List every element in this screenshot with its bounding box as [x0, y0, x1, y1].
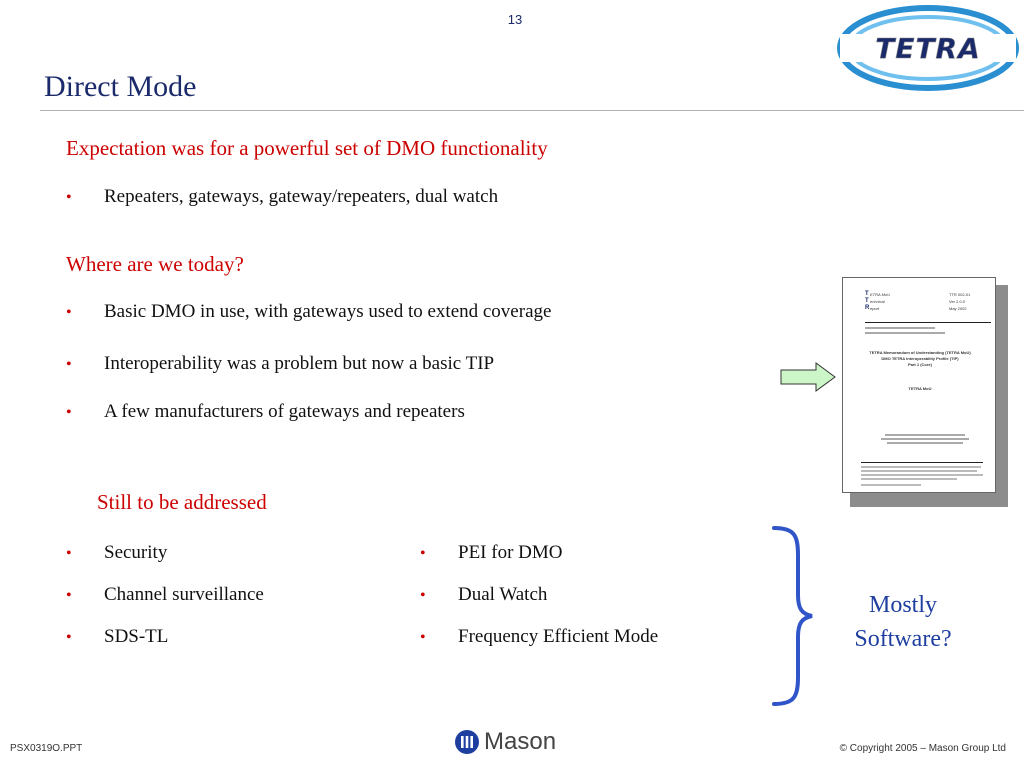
- arrow-right-icon: [780, 362, 836, 392]
- doc-title-line: DMO TETRA Interoperability Profile (TIP): [881, 356, 959, 361]
- doc-divider: [861, 462, 983, 463]
- doc-text-line: [861, 478, 957, 480]
- doc-text-line: [865, 327, 935, 329]
- list-item: • PEI for DMO: [392, 542, 563, 564]
- bullet-icon: •: [66, 304, 72, 321]
- bullet-icon: •: [66, 545, 72, 562]
- doc-text-line: [861, 474, 983, 476]
- doc-left-line: echnical: [870, 299, 885, 304]
- list-item: • SDS-TL: [38, 626, 168, 648]
- bullet-icon: •: [420, 545, 426, 562]
- right-brace-icon: [772, 526, 813, 706]
- page-number: 13: [507, 12, 523, 27]
- bullet-icon: •: [66, 189, 72, 206]
- bullet-icon: •: [66, 587, 72, 604]
- list-item: • Basic DMO in use, with gateways used t…: [38, 301, 551, 323]
- doc-title-line: Part 1 (Core): [907, 362, 932, 367]
- list-item: • Frequency Efficient Mode: [392, 626, 658, 648]
- mason-logo-text: Mason: [484, 728, 557, 755]
- list-item: • A few manufacturers of gateways and re…: [38, 401, 465, 423]
- bullet-icon: •: [66, 629, 72, 646]
- doc-text-line: [887, 442, 963, 444]
- doc-left-line: ETRA MoU: [870, 292, 891, 297]
- callout-text: Mostly Software?: [854, 592, 952, 652]
- doc-right-line: TTR 002-01: [949, 292, 971, 297]
- list-item: • Dual Watch: [392, 584, 547, 606]
- doc-text-line: [861, 484, 921, 486]
- tetra-logo-text: TETRA: [875, 32, 981, 65]
- doc-text-line: [885, 434, 965, 436]
- doc-text-line: [865, 332, 945, 334]
- list-item: • Repeaters, gateways, gateway/repeaters…: [38, 186, 498, 208]
- footer-copyright: © Copyright 2005 – Mason Group Ltd: [839, 743, 1006, 754]
- doc-text-line: [861, 470, 977, 472]
- list-item: • Channel surveillance: [38, 584, 264, 606]
- footer-filename: PSX0319O.PPT: [10, 743, 83, 754]
- doc-divider: [865, 322, 991, 323]
- page-title: Direct Mode: [44, 70, 197, 103]
- mason-logo: Mason: [454, 728, 556, 756]
- tetra-logo: TETRA: [837, 5, 1019, 91]
- list-item: • Interoperability was a problem but now…: [38, 353, 494, 375]
- bullet-icon: •: [420, 587, 426, 604]
- bullet-icon: •: [66, 356, 72, 373]
- section2-heading: Where are we today?: [66, 252, 244, 276]
- doc-right-line: Ver 2.0.0: [949, 299, 966, 304]
- doc-right-line: May 2002: [949, 306, 967, 311]
- doc-org: TETRA MoU: [908, 386, 932, 391]
- doc-text-line: [881, 438, 969, 440]
- list-item: • Security: [38, 542, 167, 564]
- bullet-icon: •: [66, 404, 72, 421]
- title-divider: [40, 110, 1024, 111]
- doc-title-line: TETRA Memorandum of Understanding (TETRA…: [869, 350, 971, 355]
- section3-heading: Still to be addressed: [97, 490, 267, 514]
- mason-logo-icon: [455, 730, 479, 754]
- doc-text-line: [861, 466, 981, 468]
- bullet-icon: •: [420, 629, 426, 646]
- section1-heading: Expectation was for a powerful set of DM…: [66, 136, 548, 160]
- doc-left-line: eport: [870, 306, 880, 311]
